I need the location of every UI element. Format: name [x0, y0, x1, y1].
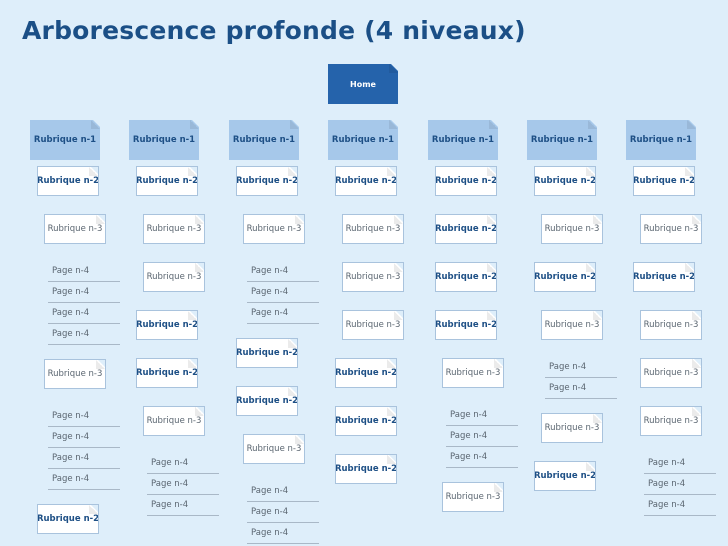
page-n4-item: Page n-4 — [48, 449, 120, 469]
rubrique-n3-node: Rubrique n-3 — [541, 413, 603, 443]
rubrique-n3-node: Rubrique n-3 — [442, 358, 504, 388]
rubrique-n2-node: Rubrique n-2 — [136, 166, 198, 196]
rubrique-n3-node: Rubrique n-3 — [640, 214, 702, 244]
rubrique-n2-node: Rubrique n-2 — [236, 166, 298, 196]
rubrique-n3-node: Rubrique n-3 — [541, 310, 603, 340]
page-n4-item: Page n-4 — [48, 470, 120, 490]
page-n4-item: Page n-4 — [545, 379, 617, 399]
rubrique-n3-node: Rubrique n-3 — [640, 358, 702, 388]
rubrique-n2-node: Rubrique n-2 — [534, 262, 596, 292]
rubrique-n2-node: Rubrique n-2 — [335, 358, 397, 388]
page-n4-item: Page n-4 — [48, 428, 120, 448]
page-n4-item: Page n-4 — [247, 262, 319, 282]
rubrique-n3-node: Rubrique n-3 — [44, 359, 106, 389]
rubrique-n2-node: Rubrique n-2 — [335, 406, 397, 436]
page-title: Arborescence profonde (4 niveaux) — [22, 16, 526, 45]
rubrique-n2-node: Rubrique n-2 — [136, 310, 198, 340]
rubrique-n2-node: Rubrique n-2 — [534, 166, 596, 196]
page-n4-item: Page n-4 — [644, 496, 716, 516]
rubrique-n2-node: Rubrique n-2 — [236, 338, 298, 368]
rubrique-n3-node: Rubrique n-3 — [243, 214, 305, 244]
rubrique-n3-node: Rubrique n-3 — [541, 214, 603, 244]
page-n4-item: Page n-4 — [247, 524, 319, 544]
page-n4-item: Page n-4 — [446, 427, 518, 447]
rubrique-n1-node: Rubrique n-1 — [626, 120, 696, 160]
page-n4-item: Page n-4 — [48, 304, 120, 324]
rubrique-n2-node: Rubrique n-2 — [435, 166, 497, 196]
rubrique-n2-node: Rubrique n-2 — [633, 166, 695, 196]
page-n4-item: Page n-4 — [147, 496, 219, 516]
rubrique-n3-node: Rubrique n-3 — [143, 214, 205, 244]
rubrique-n2-node: Rubrique n-2 — [435, 262, 497, 292]
page-n4-item: Page n-4 — [247, 304, 319, 324]
rubrique-n2-node: Rubrique n-2 — [534, 461, 596, 491]
rubrique-n3-node: Rubrique n-3 — [640, 406, 702, 436]
page-n4-item: Page n-4 — [247, 482, 319, 502]
rubrique-n3-node: Rubrique n-3 — [44, 214, 106, 244]
page-n4-item: Page n-4 — [446, 448, 518, 468]
home-node: Home — [328, 64, 398, 104]
page-n4-item: Page n-4 — [247, 283, 319, 303]
rubrique-n2-node: Rubrique n-2 — [37, 166, 99, 196]
rubrique-n1-node: Rubrique n-1 — [229, 120, 299, 160]
page-n4-item: Page n-4 — [545, 358, 617, 378]
page-n4-item: Page n-4 — [446, 406, 518, 426]
page-n4-item: Page n-4 — [48, 262, 120, 282]
rubrique-n2-node: Rubrique n-2 — [435, 214, 497, 244]
rubrique-n3-node: Rubrique n-3 — [442, 482, 504, 512]
rubrique-n1-node: Rubrique n-1 — [30, 120, 100, 160]
rubrique-n3-node: Rubrique n-3 — [143, 406, 205, 436]
rubrique-n1-node: Rubrique n-1 — [328, 120, 398, 160]
rubrique-n2-node: Rubrique n-2 — [136, 358, 198, 388]
rubrique-n3-node: Rubrique n-3 — [143, 262, 205, 292]
rubrique-n1-node: Rubrique n-1 — [527, 120, 597, 160]
rubrique-n2-node: Rubrique n-2 — [335, 166, 397, 196]
rubrique-n3-node: Rubrique n-3 — [640, 310, 702, 340]
page-n4-item: Page n-4 — [644, 454, 716, 474]
page-n4-item: Page n-4 — [48, 407, 120, 427]
page-n4-item: Page n-4 — [147, 475, 219, 495]
rubrique-n2-node: Rubrique n-2 — [633, 262, 695, 292]
rubrique-n2-node: Rubrique n-2 — [37, 504, 99, 534]
rubrique-n1-node: Rubrique n-1 — [129, 120, 199, 160]
rubrique-n3-node: Rubrique n-3 — [243, 434, 305, 464]
rubrique-n2-node: Rubrique n-2 — [435, 310, 497, 340]
page-n4-item: Page n-4 — [644, 475, 716, 495]
rubrique-n2-node: Rubrique n-2 — [335, 454, 397, 484]
rubrique-n3-node: Rubrique n-3 — [342, 262, 404, 292]
page-n4-item: Page n-4 — [147, 454, 219, 474]
page-n4-item: Page n-4 — [48, 325, 120, 345]
rubrique-n3-node: Rubrique n-3 — [342, 214, 404, 244]
home-label: Home — [350, 79, 376, 89]
rubrique-n3-node: Rubrique n-3 — [342, 310, 404, 340]
rubrique-n1-node: Rubrique n-1 — [428, 120, 498, 160]
page-n4-item: Page n-4 — [247, 503, 319, 523]
rubrique-n2-node: Rubrique n-2 — [236, 386, 298, 416]
page-n4-item: Page n-4 — [48, 283, 120, 303]
